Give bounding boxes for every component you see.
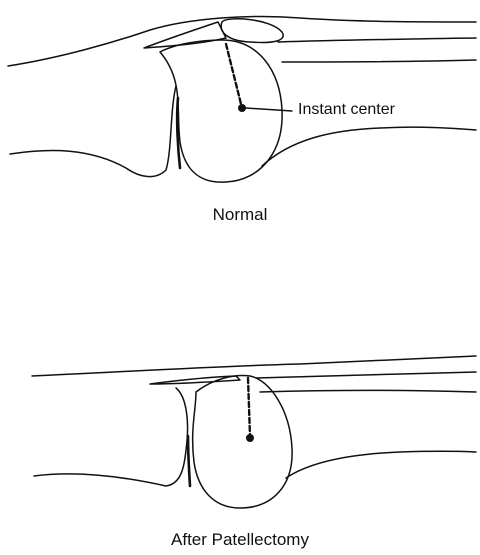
- normal-caption: Normal: [0, 205, 480, 225]
- normal-callout-leader: [246, 108, 292, 111]
- normal-knee-diagram: [0, 0, 480, 230]
- normal-femur-lower: [262, 127, 476, 166]
- after-tendon-upper: [32, 356, 476, 376]
- normal-tibia-posterior: [10, 86, 176, 177]
- after-joint-line: [188, 436, 190, 486]
- normal-patella: [221, 19, 283, 43]
- after-tibia-posterior: [34, 388, 188, 486]
- after-femur-lower: [286, 451, 476, 478]
- normal-instant-center-dot: [238, 104, 246, 112]
- after-fat-pad: [150, 376, 240, 384]
- normal-tendon-lower-line: [278, 38, 476, 42]
- after-patellectomy-caption: After Patellectomy: [0, 530, 480, 550]
- normal-instant-center-line: [226, 44, 242, 108]
- after-femoral-condyle: [193, 376, 293, 508]
- after-instant-center-dot: [246, 434, 254, 442]
- normal-femur-upper-line: [282, 60, 476, 62]
- after-instant-center-line: [248, 378, 250, 436]
- after-tendon-lower: [256, 372, 476, 378]
- after-femur-upper: [260, 391, 476, 393]
- instant-center-label: Instant center: [298, 101, 395, 119]
